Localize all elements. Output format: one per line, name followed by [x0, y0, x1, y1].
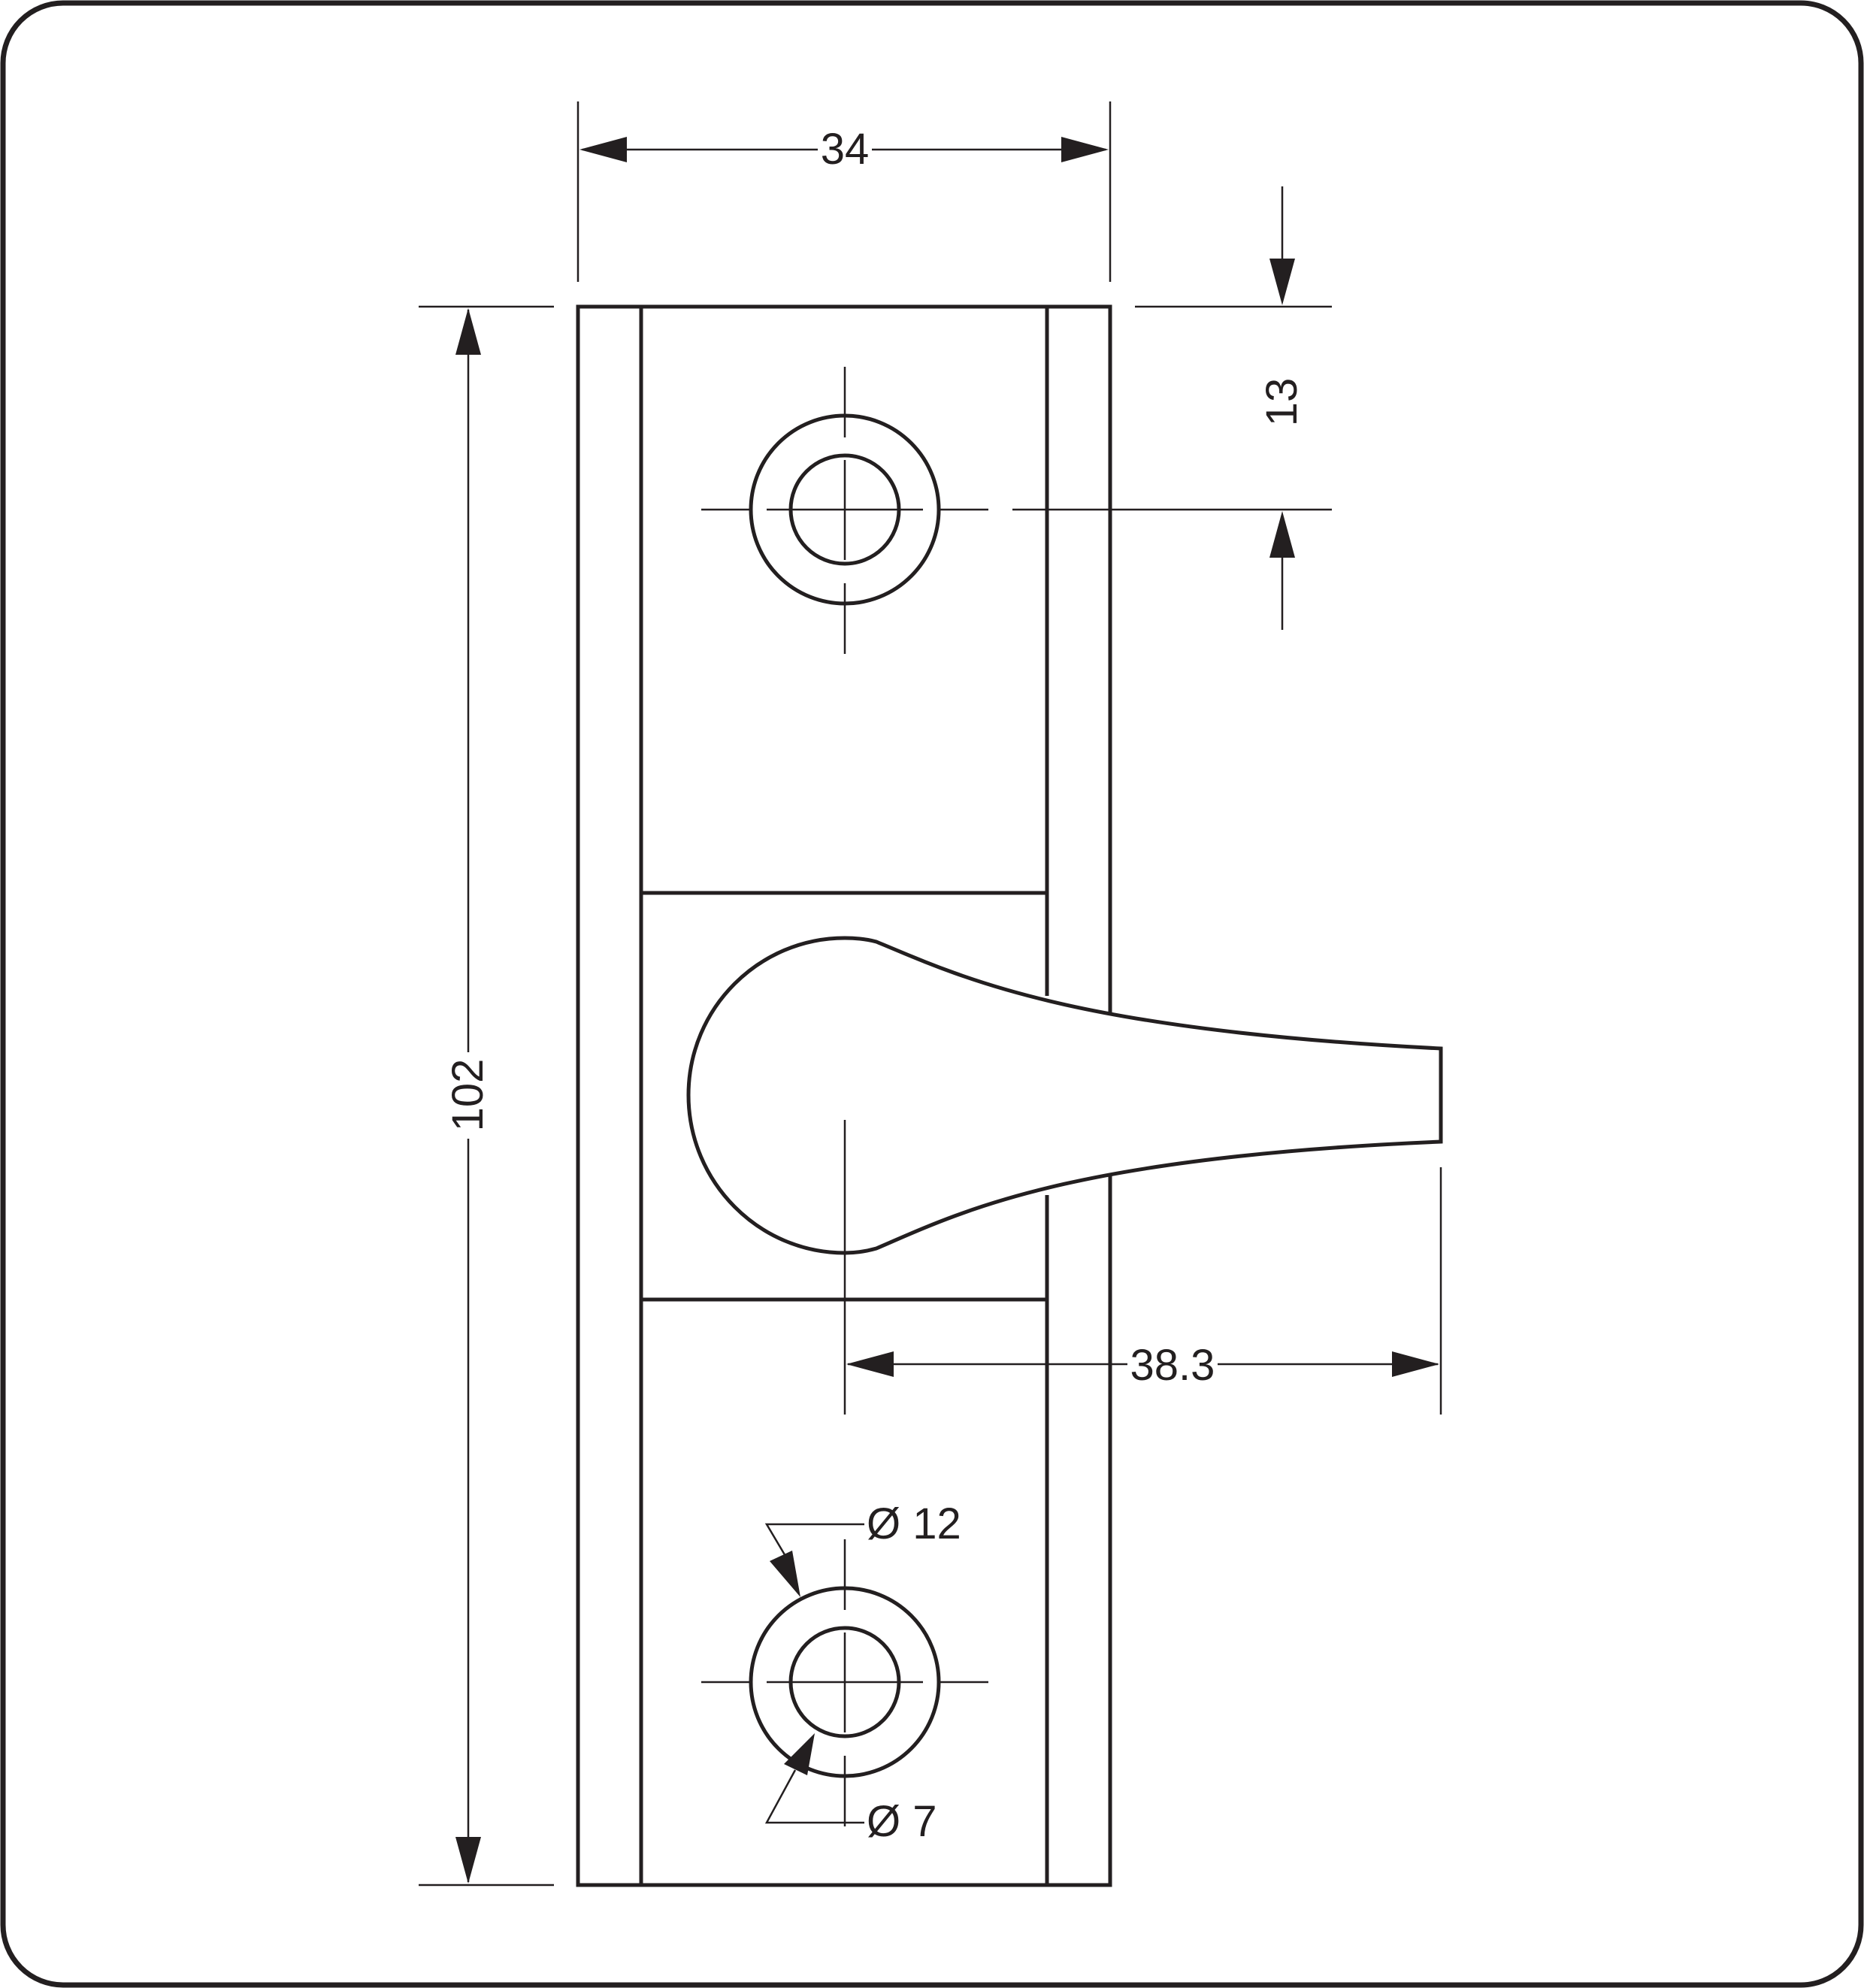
dimension-hole-diameter: Ø 7 [764, 1733, 937, 1846]
hole-leader [764, 1769, 864, 1824]
width-dimension-label: 34 [821, 125, 870, 174]
width-arrow-right-icon [1061, 137, 1109, 162]
dimension-lever-reach: 38.3 [846, 1167, 1442, 1415]
counterbore-arrow-icon [770, 1551, 800, 1597]
dimension-width: 34 [576, 101, 1112, 282]
offset-dimension-label: 13 [1257, 378, 1306, 427]
height-arrow-top-icon [455, 308, 481, 355]
offset-arrow-down-icon [1269, 259, 1295, 305]
bottom-mounting-hole [701, 1539, 988, 1826]
dimension-hole-offset: 13 [1012, 186, 1332, 630]
counterbore-leader [764, 1523, 864, 1566]
hole-arrow-icon [784, 1733, 815, 1775]
lever-outline [686, 936, 1443, 1255]
width-arrow-left-icon [579, 137, 627, 162]
dimension-height: 102 [419, 305, 554, 1887]
offset-arrow-up-icon [1269, 511, 1295, 558]
hole-diameter-label: Ø 7 [867, 1797, 937, 1846]
height-arrow-bottom-icon [455, 1837, 481, 1884]
reach-dimension-label: 38.3 [1130, 1341, 1215, 1390]
reach-arrow-left-icon [846, 1351, 894, 1377]
dimension-counterbore-diameter: Ø 12 [764, 1499, 961, 1597]
top-mounting-hole [701, 367, 988, 654]
lever-handle [686, 893, 1443, 1885]
reach-arrow-right-icon [1392, 1351, 1439, 1377]
counterbore-diameter-label: Ø 12 [867, 1499, 961, 1548]
height-dimension-label: 102 [443, 1059, 492, 1132]
